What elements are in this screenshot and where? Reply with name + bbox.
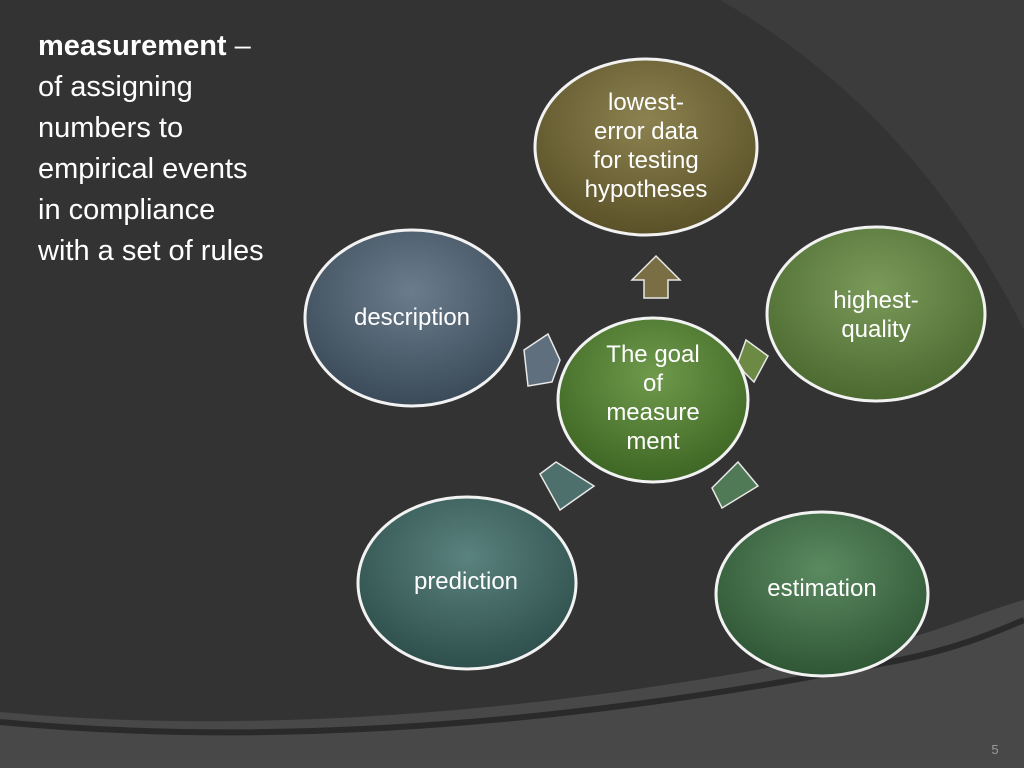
center-line: measure [606, 399, 700, 426]
node-prediction-label: prediction [376, 567, 556, 596]
node-line: prediction [413, 568, 519, 595]
definition-line: in compliance [38, 194, 216, 226]
center-line: of [642, 370, 663, 397]
definition-term: measurement [38, 30, 227, 62]
node-quality-label: highest- quality [786, 286, 966, 344]
definition-dash: – [226, 30, 251, 62]
node-line: lowest- [607, 89, 685, 116]
background-swoosh-lower [0, 600, 1024, 768]
arrow-down-right-icon [711, 460, 760, 510]
definition-text: measurement – of assigning numbers to em… [38, 26, 338, 272]
center-line: The goal [606, 341, 700, 368]
node-line: description [353, 304, 471, 331]
node-estimation-label: estimation [732, 574, 912, 603]
node-description-label: description [322, 303, 502, 332]
node-line: hypotheses [584, 176, 708, 203]
arrow-down-left-icon [539, 461, 596, 512]
center-line: ment [626, 428, 680, 455]
definition-line: of assigning [38, 71, 193, 103]
node-prediction-shape [356, 495, 578, 671]
node-hypotheses-label: lowest- error data for testing hypothese… [556, 88, 736, 204]
node-line: error data [593, 118, 699, 145]
center-node-label: The goal of measure ment [568, 340, 738, 456]
arrow-right-icon [737, 338, 769, 384]
background-swoosh-upper [720, 0, 1024, 330]
definition-line: with a set of rules [38, 235, 264, 267]
node-estimation-shape [714, 510, 930, 678]
node-line: highest- [833, 287, 919, 314]
center-node-shape [556, 316, 750, 484]
arrow-left-icon [523, 332, 561, 387]
definition-line: empirical events [38, 153, 248, 185]
node-line: estimation [767, 575, 877, 602]
node-line: quality [841, 316, 911, 343]
node-hypotheses-shape [533, 57, 759, 237]
page-number: 5 [991, 742, 999, 757]
definition-line: numbers to [38, 112, 184, 144]
node-line: for testing [593, 147, 699, 174]
node-quality-shape [765, 225, 987, 403]
node-description-shape [303, 228, 521, 408]
arrow-up-icon [630, 254, 682, 299]
background-swoosh-band [0, 617, 1024, 736]
